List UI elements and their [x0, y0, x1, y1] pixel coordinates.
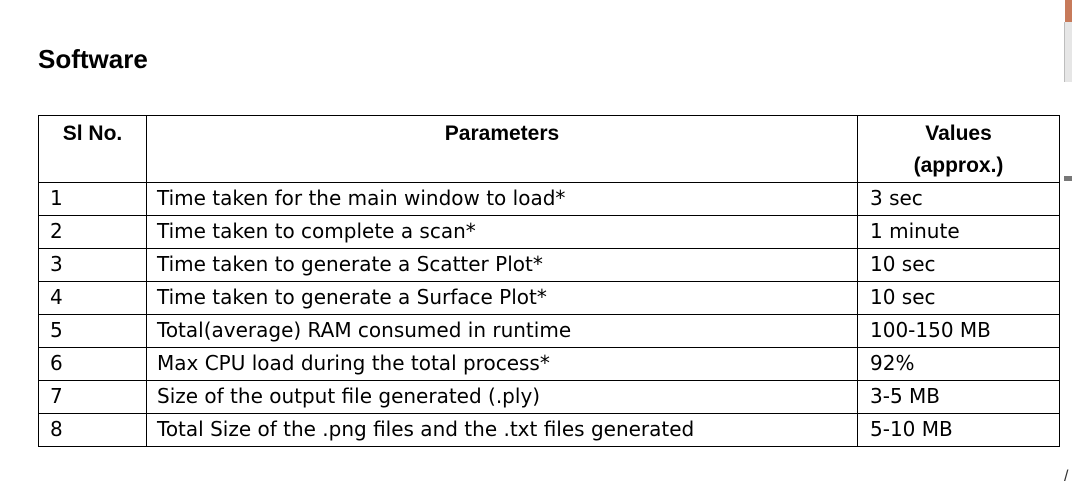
edge-text-fragment: / — [1064, 468, 1069, 485]
parameters-table: Sl No. Parameters Values (approx.) 1 Tim… — [38, 115, 1060, 447]
row-number: 2 — [38, 215, 147, 249]
row-number: 1 — [38, 182, 147, 216]
section-heading: Software — [38, 44, 148, 74]
table-row: 7 Size of the output file generated (.pl… — [38, 380, 1060, 414]
row-parameter: Total(average) RAM consumed in runtime — [146, 314, 858, 348]
table-row: 3 Time taken to generate a Scatter Plot*… — [38, 248, 1060, 282]
table-row: 2 Time taken to complete a scan* 1 minut… — [38, 215, 1060, 249]
row-number: 5 — [38, 314, 147, 348]
row-value: 10 sec — [857, 281, 1060, 315]
table-header-row: Sl No. Parameters Values (approx.) — [38, 115, 1060, 183]
row-parameter: Time taken for the main window to load* — [146, 182, 858, 216]
table-row: 8 Total Size of the .png files and the .… — [38, 413, 1060, 447]
row-number: 4 — [38, 281, 147, 315]
header-parameters: Parameters — [146, 115, 858, 183]
header-values-line1: Values — [925, 122, 992, 145]
table-row: 1 Time taken for the main window to load… — [38, 182, 1060, 216]
row-value: 10 sec — [857, 248, 1060, 282]
row-parameter: Time taken to complete a scan* — [146, 215, 858, 249]
row-parameter: Time taken to generate a Scatter Plot* — [146, 248, 858, 282]
row-value: 3-5 MB — [857, 380, 1060, 414]
header-sl-no: Sl No. — [38, 115, 147, 183]
table-row: 5 Total(average) RAM consumed in runtime… — [38, 314, 1060, 348]
row-value: 5-10 MB — [857, 413, 1060, 447]
row-number: 6 — [38, 347, 147, 381]
row-parameter: Max CPU load during the total process* — [146, 347, 858, 381]
scroll-marker — [1064, 176, 1072, 181]
row-value: 3 sec — [857, 182, 1060, 216]
row-number: 3 — [38, 248, 147, 282]
row-parameter: Time taken to generate a Surface Plot* — [146, 281, 858, 315]
row-number: 8 — [38, 413, 147, 447]
header-values: Values (approx.) — [857, 115, 1060, 183]
row-value: 100-150 MB — [857, 314, 1060, 348]
row-value: 92% — [857, 347, 1060, 381]
header-values-line2: (approx.) — [913, 154, 1004, 177]
row-value: 1 minute — [857, 215, 1060, 249]
scrollbar-strip[interactable] — [1064, 22, 1072, 82]
row-parameter: Total Size of the .png files and the .tx… — [146, 413, 858, 447]
window-edge-accent — [1065, 0, 1072, 22]
row-parameter: Size of the output file generated (.ply) — [146, 380, 858, 414]
row-number: 7 — [38, 380, 147, 414]
table-row: 4 Time taken to generate a Surface Plot*… — [38, 281, 1060, 315]
table-row: 6 Max CPU load during the total process*… — [38, 347, 1060, 381]
